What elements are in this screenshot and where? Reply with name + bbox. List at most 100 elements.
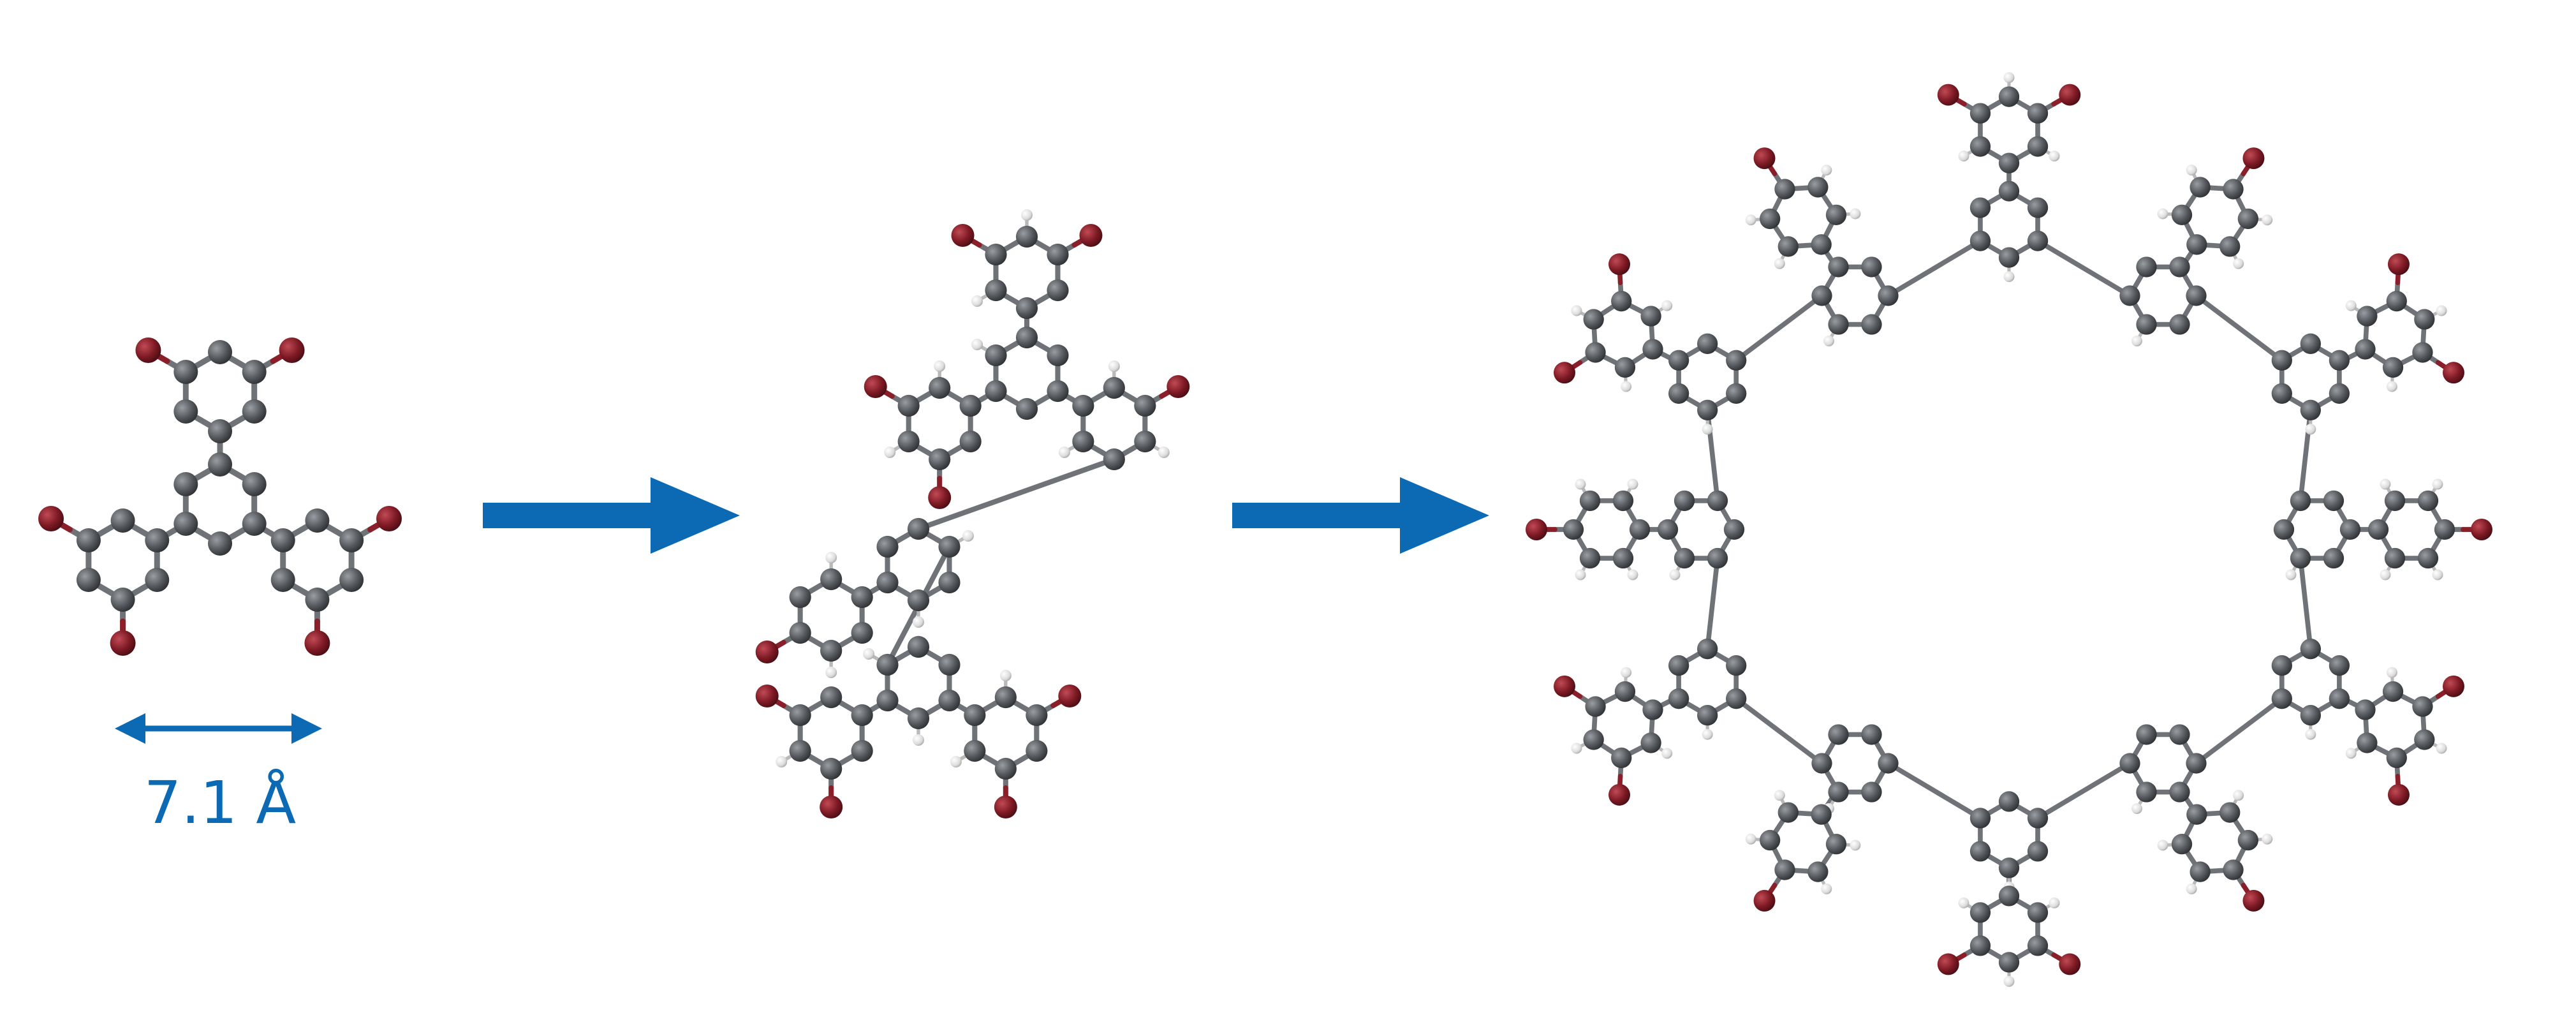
carbon-atom — [1998, 86, 2020, 107]
carbon-atom — [1998, 791, 2020, 812]
carbon-atom — [2186, 285, 2207, 306]
carbon-atom — [2119, 285, 2140, 306]
bromine-atom — [135, 337, 161, 363]
carbon-atom — [1723, 519, 1745, 540]
hydrogen-atom — [825, 667, 837, 678]
carbon-atom — [1674, 547, 1695, 569]
bromine-atom — [2242, 147, 2265, 170]
carbon-atom — [985, 243, 1007, 266]
hydrogen-atom — [2157, 840, 2168, 851]
carbon-atom — [1828, 256, 1849, 278]
carbon-atom — [1861, 314, 1882, 335]
carbon-atom — [2190, 861, 2211, 882]
carbon-atom — [959, 430, 982, 453]
carbon-atom — [2219, 236, 2241, 257]
hydrogen-atom — [999, 670, 1012, 681]
carbon-atom — [1707, 490, 1728, 512]
carbon-atom — [1612, 547, 1634, 569]
carbon-atom — [1657, 519, 1679, 540]
carbon-atom — [1760, 208, 1781, 230]
carbon-atom — [2027, 808, 2049, 829]
hydrogen-atom — [2436, 743, 2447, 754]
carbon-atom — [2169, 256, 2190, 278]
carbon-atom — [1047, 344, 1069, 367]
carbon-atom — [2300, 705, 2321, 726]
carbon-atom — [1642, 699, 1663, 720]
bromine-atom — [2059, 953, 2081, 975]
hydrogen-atom — [1021, 209, 1033, 221]
carbon-atom — [1047, 243, 1069, 266]
carbon-atom — [1668, 350, 1689, 371]
carbon-atom — [2186, 753, 2207, 774]
carbon-atom — [2412, 342, 2433, 363]
carbon-atom — [242, 399, 267, 424]
hydrogen-atom — [1821, 165, 1832, 176]
carbon-atom — [876, 653, 899, 676]
carbon-atom — [1969, 136, 1991, 157]
carbon-atom — [820, 639, 843, 662]
carbon-atom — [1015, 397, 1038, 420]
carbon-atom — [1103, 376, 1125, 399]
carbon-atom — [1611, 747, 1632, 769]
carbon-atom — [897, 430, 920, 453]
bromine-atom — [2442, 362, 2464, 384]
carbon-atom — [173, 472, 198, 496]
carbon-atom — [2357, 306, 2378, 327]
hydrogen-atom — [1058, 447, 1070, 458]
carbon-atom — [1072, 394, 1094, 417]
carbon-atom — [2384, 547, 2406, 569]
hydrogen-atom — [2380, 478, 2391, 490]
carbon-atom — [1998, 952, 2020, 973]
carbon-atom — [1026, 739, 1048, 762]
carbon-atom — [1969, 230, 1991, 251]
bromine-atom — [1554, 675, 1576, 697]
carbon-atom — [1697, 399, 1718, 420]
bromine-atom — [279, 337, 305, 363]
bromine-atom — [951, 224, 975, 247]
carbon-atom — [2414, 309, 2435, 330]
carbon-atom — [985, 344, 1007, 367]
hydrogen-atom — [1575, 478, 1586, 490]
carbon-atom — [907, 635, 930, 658]
carbon-atom — [876, 689, 899, 712]
hydrogen-atom — [1669, 569, 1681, 581]
hydrogen-atom — [1702, 729, 1713, 740]
carbon-atom — [2027, 103, 2049, 124]
carbon-atom — [1668, 688, 1689, 709]
carbon-atom — [938, 535, 960, 558]
carbon-atom — [173, 512, 198, 536]
carbon-atom — [1726, 655, 1747, 676]
bromine-atom — [2242, 889, 2265, 912]
carbon-atom — [1807, 177, 1829, 198]
bromine-atom — [1608, 253, 1631, 276]
hydrogen-atom — [1621, 381, 1632, 392]
monomer-molecule — [38, 337, 402, 656]
carbon-atom — [2237, 208, 2258, 230]
carbon-atom — [1828, 314, 1849, 335]
carbon-atom — [1969, 841, 1991, 862]
hydrogen-atom — [2262, 214, 2273, 226]
carbon-atom — [1015, 297, 1038, 320]
carbon-atom — [985, 279, 1007, 302]
carbon-atom — [2417, 547, 2439, 569]
bromine-atom — [2387, 783, 2410, 806]
carbon-atom — [2136, 781, 2157, 803]
carbon-atom — [76, 568, 101, 592]
distance-label: 7.1 Å — [144, 768, 297, 837]
carbon-atom — [110, 508, 135, 533]
hydrogen-atom — [1745, 833, 1756, 845]
carbon-atom — [305, 588, 330, 612]
bromine-atom — [1526, 519, 1547, 540]
carbon-atom — [2223, 859, 2244, 880]
carbon-atom — [173, 399, 198, 424]
carbon-atom — [820, 757, 843, 780]
hydrogen-atom — [1627, 478, 1638, 490]
carbon-atom — [2136, 314, 2157, 335]
carbon-atom — [820, 686, 843, 709]
hydrogen-atom — [2262, 833, 2273, 845]
carbon-atom — [2027, 197, 2049, 218]
carbon-atom — [2329, 655, 2350, 676]
carbon-atom — [2171, 204, 2193, 225]
carbon-atom — [2382, 681, 2404, 702]
